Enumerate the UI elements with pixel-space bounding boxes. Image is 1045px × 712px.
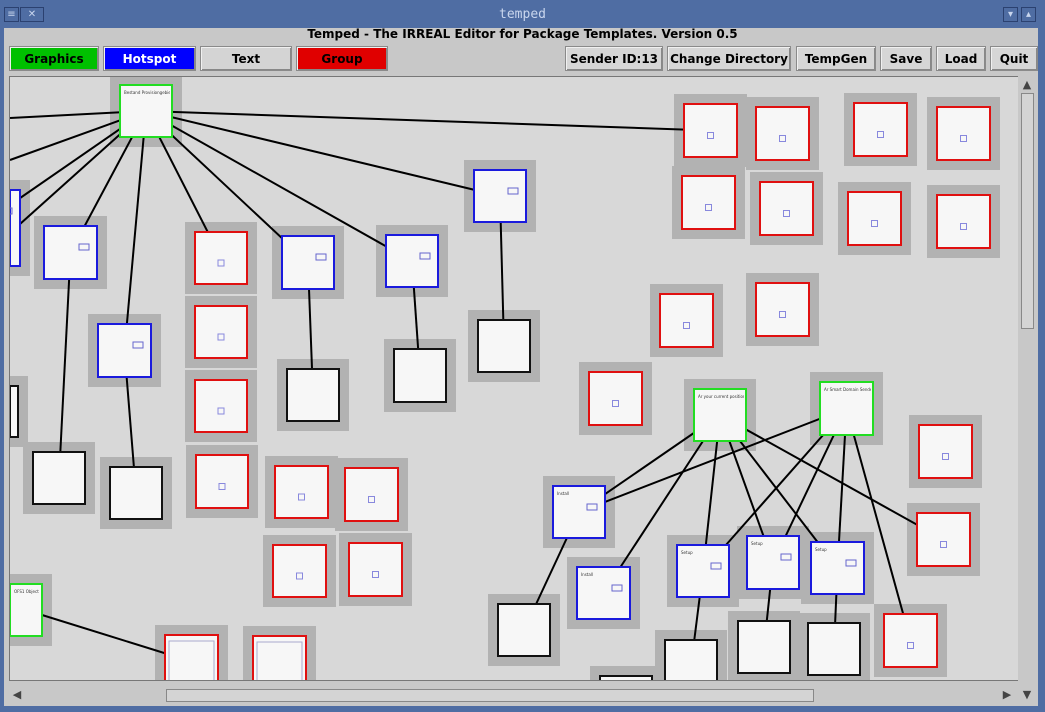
window-title: temped [499,7,546,22]
node-label-h13: Setup [751,541,763,546]
graph-edge [123,110,147,351]
template-node-k13[interactable] [807,622,861,676]
template-node-b0a[interactable] [10,189,21,267]
minimize-icon[interactable]: ▾ [1003,7,1018,22]
template-node-h11[interactable] [576,566,631,620]
hotspot-button[interactable]: Hotspot [103,46,196,71]
template-node-h4[interactable] [385,234,439,288]
template-node-r7[interactable] [272,544,327,598]
template-node-k11[interactable] [664,639,718,680]
template-node-r17[interactable] [659,293,714,348]
template-node-g1[interactable] [693,388,747,442]
template-node-r20[interactable] [918,424,973,479]
template-node-h14[interactable] [810,541,865,595]
template-node-k5[interactable] [477,319,531,373]
graph-edge [25,609,192,663]
template-node-k14[interactable] [599,675,653,680]
template-node-r2[interactable] [194,305,248,359]
graph-edge [145,110,711,132]
save-button[interactable]: Save [880,46,932,71]
node-label-h14: Setup [815,547,827,552]
graph-edge [58,252,72,479]
node-label-n0: Bestand Provisiongebied [124,90,174,95]
template-node-k1[interactable] [32,451,86,505]
template-node-r18[interactable] [755,282,810,337]
template-node-n0[interactable] [119,84,173,138]
template-node-g3[interactable] [10,583,43,637]
template-node-r12[interactable] [936,106,991,161]
template-canvas[interactable]: Bestand Provisiongebied Ar your current p… [9,76,1019,681]
window-frame-bottom [0,706,1045,712]
template-node-r11[interactable] [853,102,908,157]
horizontal-scroll-thumb[interactable] [166,689,814,702]
template-node-h12[interactable] [676,544,730,598]
arrow-left-icon[interactable]: ◀ [12,688,22,701]
graph-edge [845,408,912,641]
graph-edge [145,110,501,197]
template-node-h10[interactable] [552,485,606,539]
arrow-right-icon[interactable]: ▶ [1002,688,1012,701]
node-label-g1: Ar your current position... Ihr lost the… [698,394,864,399]
graph-edge [145,110,413,262]
graphics-button[interactable]: Graphics [9,46,99,71]
template-graph[interactable]: Bestand Provisiongebied Ar your current p… [10,77,1018,680]
node-label-h12: Setup [681,550,693,555]
template-node-r3[interactable] [194,379,248,433]
template-node-r9[interactable] [683,103,738,158]
template-node-r6[interactable] [344,467,399,522]
window-titlebar[interactable]: ≡ ✕ temped ▾ ▴ [0,0,1045,28]
template-node-r22[interactable] [883,613,938,668]
template-node-r10[interactable] [755,106,810,161]
node-label-h11: Install [581,572,593,577]
template-node-k0a[interactable] [10,385,19,438]
app-subtitle: Temped - The IRREAL Editor for Package T… [307,27,738,41]
node-label-g3: OFS1 Object [14,589,39,594]
sender-id-button[interactable]: Sender ID:13 [565,46,663,71]
template-node-h2[interactable] [97,323,152,378]
template-node-r8[interactable] [348,542,403,597]
template-node-h5[interactable] [473,169,527,223]
graph-edge [602,414,721,594]
window-menu-icon[interactable]: ≡ [4,7,19,22]
arrow-up-icon[interactable]: ▲ [1022,78,1032,91]
window-frame-left [0,28,4,712]
tempgen-button[interactable]: TempGen [796,46,876,71]
template-node-r4[interactable] [195,454,249,509]
maximize-icon[interactable]: ▴ [1021,7,1036,22]
template-node-r21[interactable] [916,512,971,567]
template-node-r14[interactable] [759,181,814,236]
node-label-g2: Ar Smart Domain Sender Be Upgrade Operat… [824,387,974,392]
template-node-k12[interactable] [737,620,791,674]
text-button[interactable]: Text [200,46,292,71]
template-node-r15[interactable] [847,191,902,246]
change-directory-button[interactable]: Change Directory [667,46,791,71]
template-node-r23[interactable] [164,634,219,680]
template-node-k3[interactable] [286,368,340,422]
graph-edge [719,414,944,541]
quit-button[interactable]: Quit [990,46,1038,71]
window-frame-right [1038,28,1045,712]
template-node-g2[interactable] [819,381,874,436]
template-node-h13[interactable] [746,535,800,590]
node-label-h10: Install [557,491,569,496]
template-node-r19[interactable] [588,371,643,426]
template-node-k10[interactable] [497,603,551,657]
vertical-scroll-thumb[interactable] [1021,93,1034,329]
template-node-r13[interactable] [681,175,736,230]
template-node-r1[interactable] [194,231,248,285]
group-change-button[interactable]: Group Change [296,46,388,91]
template-node-r24[interactable] [252,635,307,680]
template-node-k4[interactable] [393,348,447,403]
template-node-k2[interactable] [109,466,163,520]
template-node-h1[interactable] [43,225,98,280]
template-node-h3[interactable] [281,235,335,290]
load-button[interactable]: Load [936,46,986,71]
graph-edge [578,407,847,513]
template-node-r5[interactable] [274,465,329,519]
arrow-down-icon[interactable]: ▼ [1022,688,1032,701]
template-node-r16[interactable] [936,194,991,249]
close-icon[interactable]: ✕ [20,7,44,22]
